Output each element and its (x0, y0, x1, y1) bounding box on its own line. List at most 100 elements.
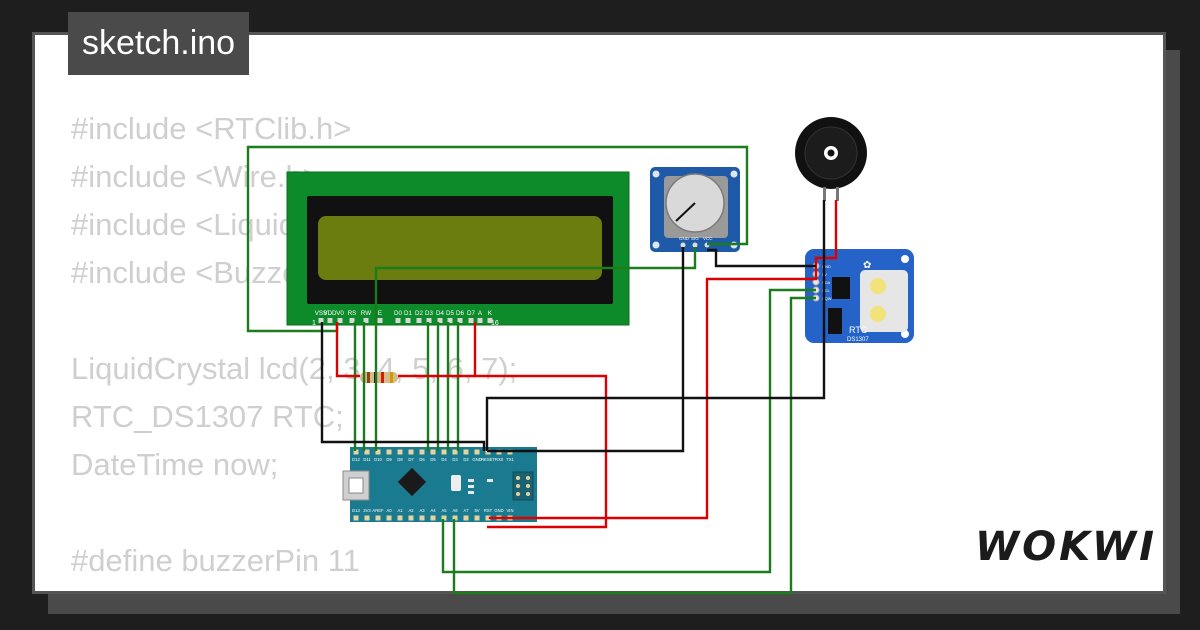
nano-pin[interactable] (408, 449, 414, 455)
nano-pin-label: 3V3 (363, 508, 371, 513)
nano-pin[interactable] (452, 515, 458, 521)
lcd-pin-label: D4 (436, 310, 444, 317)
nano-pin[interactable] (441, 515, 447, 521)
nano-pin[interactable] (430, 515, 436, 521)
lcd-pin-last: 16 (491, 320, 499, 327)
wire-red-resistor (335, 322, 360, 378)
wire-red-buzzer (488, 200, 838, 520)
nano-pin[interactable] (452, 449, 458, 455)
wokwi-logo[interactable]: WOKWI (975, 524, 1158, 570)
code-line: #define buzzerPin 11 (71, 543, 360, 578)
nano-pin[interactable] (375, 449, 381, 455)
lcd-pin[interactable] (416, 318, 422, 323)
nano-pin-label: D5 (430, 457, 436, 462)
nano-pin-label: D11 (363, 457, 371, 462)
nano-pin-label: D9 (386, 457, 392, 462)
file-title-tab[interactable]: sketch.ino (68, 12, 250, 75)
svg-text:✿: ✿ (863, 260, 871, 271)
lcd-pin[interactable] (457, 318, 463, 323)
lcd-pin[interactable] (318, 318, 324, 323)
wire-black-rtc-gnd (707, 248, 816, 268)
nano-pin[interactable] (397, 515, 403, 521)
nano-pin-label: RESET (481, 457, 495, 462)
pot-pin-vcc: VCC (703, 236, 713, 241)
lcd-pin-label: K (488, 310, 493, 317)
nano-pin[interactable] (364, 515, 370, 521)
nano-pin[interactable] (474, 515, 480, 521)
lcd-pin[interactable] (468, 318, 474, 323)
nano-pin-label: RST (484, 508, 493, 513)
nano-pin-label: A5 (441, 508, 447, 513)
nano-pin[interactable] (386, 515, 392, 521)
nano-pin-label: A0 (386, 508, 392, 513)
lcd-pin[interactable] (395, 318, 401, 323)
lcd-pin-first: 1 (312, 320, 316, 327)
nano-pin-label: A6 (452, 508, 458, 513)
nano-pin[interactable] (430, 449, 436, 455)
wire-black-pot-gnd (487, 247, 685, 453)
nano-pin-label: A1 (397, 508, 403, 513)
lcd-pin[interactable] (377, 318, 383, 323)
wires (246, 145, 838, 595)
nano-pin[interactable] (419, 449, 425, 455)
lcd-pin-label: D1 (404, 310, 412, 317)
lcd-pin-label: VDD (323, 310, 337, 317)
lcd-pin[interactable] (327, 318, 333, 323)
nano-pin[interactable] (375, 515, 381, 521)
nano-pin-label: GND (472, 457, 481, 462)
pot-pin-sig: SIG (691, 236, 699, 241)
nano-pin-label: D10 (374, 457, 382, 462)
rtc-pin-label: SDA (822, 280, 831, 285)
lcd-pin-label: D7 (467, 310, 475, 317)
nano-pin[interactable] (353, 515, 359, 521)
lcd-pin[interactable] (405, 318, 411, 323)
lcd-pin[interactable] (437, 318, 443, 323)
nano-pin[interactable] (463, 449, 469, 455)
wire-green-sda (441, 288, 816, 574)
lcd-pin-row (318, 318, 493, 323)
lcd-pin[interactable] (447, 318, 453, 323)
lcd-pin-label: VSS (315, 310, 327, 317)
nano-pin-label: D6 (419, 457, 425, 462)
nano-pin-label: A3 (419, 508, 425, 513)
lcd-pin[interactable] (487, 318, 493, 323)
nano-pin[interactable] (463, 515, 469, 521)
rtc-pin-label: SCL (822, 288, 831, 293)
lcd-pin[interactable] (349, 318, 355, 323)
potentiometer[interactable]: GND SIG VCC (650, 167, 740, 252)
nano-pin[interactable] (485, 515, 491, 521)
nano-pin-label: A2 (408, 508, 414, 513)
rtc-pin-label: SQW (822, 296, 832, 301)
lcd-pin[interactable] (337, 318, 343, 323)
nano-pin-label: GND (494, 508, 503, 513)
nano-pin[interactable] (353, 449, 359, 455)
nano-pin-label: AREF (372, 508, 384, 513)
lcd-pin-label: D5 (446, 310, 454, 317)
lcd-screen (318, 216, 602, 280)
lcd-pin[interactable] (426, 318, 432, 323)
nano-pin[interactable] (441, 449, 447, 455)
lcd-pin-label: A (478, 310, 483, 317)
resistor[interactable] (360, 372, 398, 383)
lcd-pin-label: RS (348, 310, 357, 317)
nano-pin-label: D7 (408, 457, 414, 462)
lcd-pin[interactable] (363, 318, 369, 323)
rtc-label: RTC (849, 325, 868, 335)
lcd-pin[interactable] (477, 318, 483, 323)
nano-pin[interactable] (474, 449, 480, 455)
buzzer[interactable] (795, 117, 867, 201)
nano-pin[interactable] (397, 449, 403, 455)
nano-pin[interactable] (408, 515, 414, 521)
nano-pin[interactable] (419, 515, 425, 521)
nano-pin[interactable] (364, 449, 370, 455)
nano-pin-label: D8 (397, 457, 403, 462)
nano-pin-label: RX0 (495, 457, 504, 462)
nano-pin[interactable] (386, 449, 392, 455)
pot-pin-gnd: GND (679, 236, 690, 241)
lcd-pin-label: D0 (394, 310, 402, 317)
lcd-pin-label: E (378, 310, 382, 317)
wire-black-buzzer (485, 200, 826, 451)
